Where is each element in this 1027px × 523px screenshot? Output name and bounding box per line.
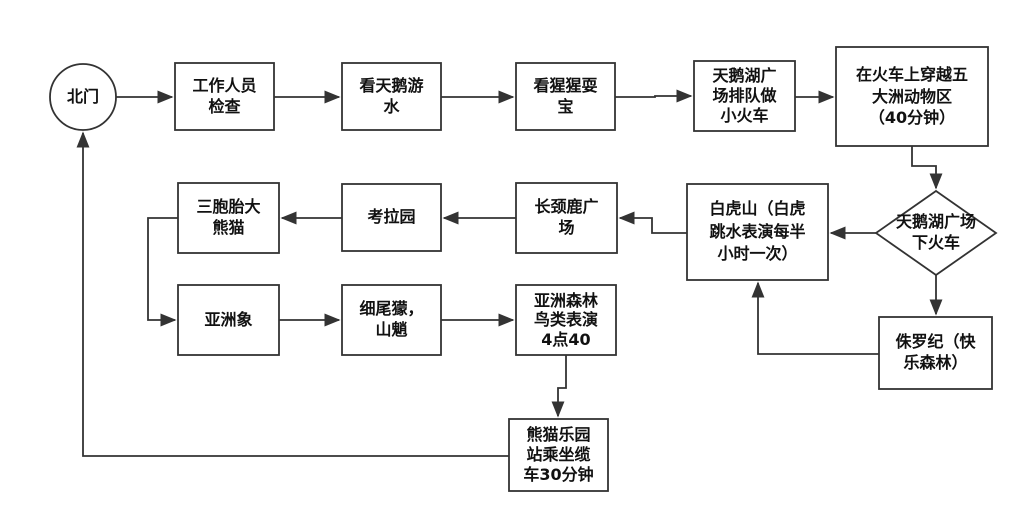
node-watch-swans-shape	[341, 62, 442, 131]
edge-birdshow-to-pandastation	[551, 355, 567, 418]
node-swan-lake-queue-shape	[693, 60, 796, 132]
node-koala-garden-shape	[341, 183, 442, 252]
edge-jurassic-to-whitetiger	[751, 281, 879, 355]
node-watch-orangutan-shape	[515, 62, 616, 131]
node-giraffe-square-shape	[515, 182, 618, 254]
node-north-gate-shape	[49, 63, 117, 131]
node-bird-show-shape	[515, 284, 617, 356]
edge-pandatriplets-to-elephant	[147, 217, 178, 327]
node-asian-elephant-shape	[177, 284, 280, 356]
node-slender-loris-shape	[341, 284, 442, 356]
node-white-tiger-hill-shape	[686, 183, 829, 281]
node-train-ride-shape	[835, 46, 989, 147]
node-staff-check-shape	[174, 62, 275, 131]
node-jurassic-shape	[878, 316, 993, 390]
node-swan-lake-get-off-shape	[874, 189, 998, 277]
node-panda-triplets-shape	[177, 182, 280, 254]
edge-train-to-getoff	[911, 146, 943, 190]
edge-whitetiger-to-giraffe	[618, 211, 687, 234]
edge-pandastation-to-gate	[76, 131, 509, 457]
node-panda-station-shape	[508, 418, 609, 492]
edge-orangutan-to-queue	[615, 89, 693, 103]
